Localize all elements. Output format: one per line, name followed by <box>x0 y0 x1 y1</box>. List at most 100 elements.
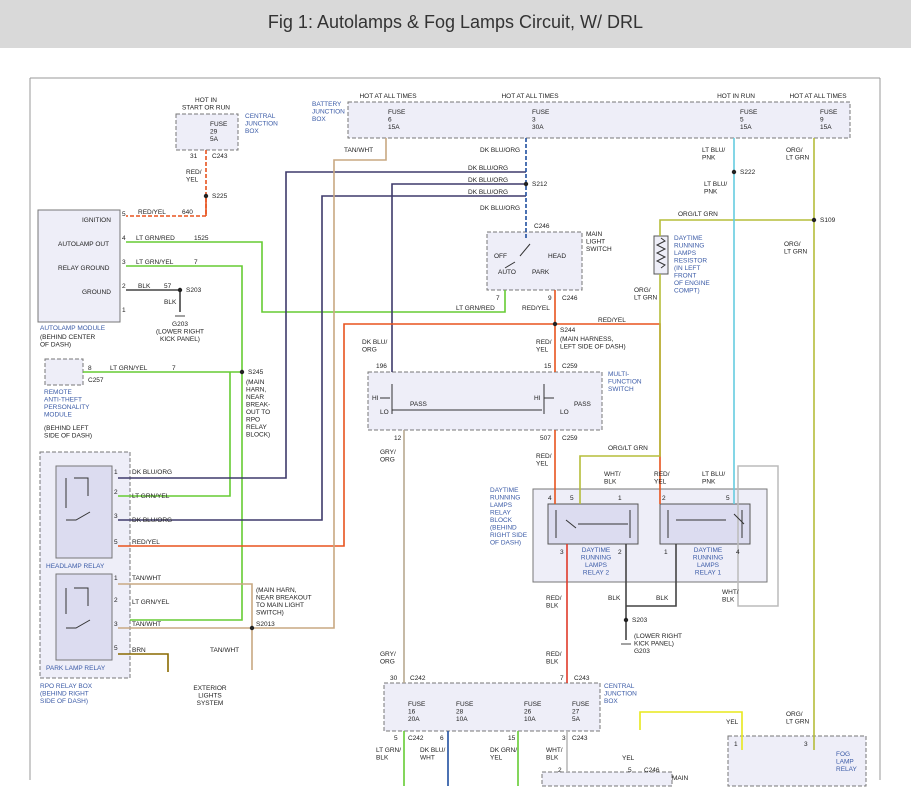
splice-s244 <box>552 321 558 327</box>
label-pr-pin3: 3 <box>114 621 118 628</box>
label-dk-blu-org-2: DK BLU/ORG <box>468 177 508 184</box>
label-red-yel-v2: RED/YEL <box>536 339 552 354</box>
label-s245: S245 <box>248 369 264 376</box>
splice-s2013 <box>249 625 255 631</box>
label-pin15b: 15 <box>508 735 516 742</box>
label-gry-org-v: GRY/ORG <box>380 449 396 464</box>
label-pin3b: 3 <box>562 735 566 742</box>
label-pin31: 31 <box>190 153 198 160</box>
label-pin5c: 5 <box>394 735 398 742</box>
label-pr-pin5: 5 <box>114 645 118 652</box>
wire-tan-wht-2 <box>118 583 253 670</box>
label-lt-grn-blk: LT GRN/BLK <box>376 747 401 762</box>
label-pr-pin2: 2 <box>114 597 118 604</box>
label-c246: C246 <box>534 223 550 230</box>
label-yel-right: YEL <box>726 719 739 726</box>
label-red-yel-v4: RED/YEL <box>654 471 670 486</box>
label-pr-pin1: 1 <box>114 575 118 582</box>
label-pass2: PASS <box>574 401 592 408</box>
splice-s203-top <box>177 287 183 293</box>
label-drl-pin5: 5 <box>570 495 574 502</box>
label-s244: S244 <box>560 327 576 334</box>
label-c246-c: C246 <box>644 767 660 774</box>
label-w-blk: BLK <box>138 283 151 290</box>
label-w7: 7 <box>194 259 198 266</box>
label-dk-blu-org-top: DK BLU/ORG <box>480 147 520 154</box>
label-pin30: 30 <box>390 675 398 682</box>
wire-dk-blu-org-3 <box>391 183 526 372</box>
label-s203-top: S203 <box>186 287 202 294</box>
label-w1525: 1525 <box>194 235 209 242</box>
title-bar: Fig 1: Autolamps & Fog Lamps Circuit, W/… <box>0 0 911 48</box>
label-hot-at-all-times-3: HOT AT ALL TIMES <box>789 93 847 100</box>
label-hr-pin2: 2 <box>114 489 118 496</box>
label-pin2c: 2 <box>558 767 562 774</box>
label-autolamp-module: AUTOLAMP MODULE <box>40 325 106 332</box>
label-hr-w2: LT GRN/YEL <box>132 493 170 500</box>
label-dk-blu-org-v: DK BLU/ORG <box>362 339 387 354</box>
label-red-blk-v: RED/BLK <box>546 595 562 610</box>
label-c257: C257 <box>88 377 104 384</box>
fog-lamp-relay-box <box>727 735 867 787</box>
label-drl-pin5b: 5 <box>726 495 730 502</box>
battery-junction-box <box>347 101 851 139</box>
label-head: HEAD <box>548 253 566 260</box>
wire-org-lt-grn-3 <box>579 274 661 504</box>
label-w7-2: 7 <box>172 365 176 372</box>
label-pin507: 507 <box>540 435 551 442</box>
label-pin3: 3 <box>122 259 126 266</box>
label-w-lt-grn-yel-2: LT GRN/YEL <box>110 365 148 372</box>
label-pr-w2: LT GRN/YEL <box>132 599 170 606</box>
label-dk-blu-org-1: DK BLU/ORG <box>468 165 508 172</box>
label-drl-pin2: 2 <box>662 495 666 502</box>
label-w640: 640 <box>182 209 193 216</box>
label-hr-w3: DK BLU/ORG <box>132 517 172 524</box>
resistor-zigzag <box>655 237 667 269</box>
label-pin12: 12 <box>394 435 402 442</box>
label-blk-h: BLK <box>656 595 669 602</box>
label-lo2: LO <box>560 409 569 416</box>
label-fog-pin1: 1 <box>734 741 738 748</box>
main-switch-box-bottom <box>541 771 673 787</box>
label-s244-desc: (MAIN HARNESS,LEFT SIDE OF DASH) <box>560 336 626 351</box>
wire-dk-blu-org-2 <box>118 195 526 521</box>
label-org-lt-grn-v2: ORG/LT GRN <box>784 241 808 256</box>
label-c243-b: C243 <box>574 675 590 682</box>
central-junction-box-top <box>175 113 239 151</box>
multifunction-switch-box <box>367 371 603 431</box>
headlamp-relay-box <box>55 465 113 559</box>
label-pin15: 15 <box>544 363 552 370</box>
autolamp-module-box <box>37 209 121 323</box>
label-s225: S225 <box>212 193 228 200</box>
label-wht-blk-low: WHT/BLK <box>546 747 563 762</box>
label-drl-pin3: 3 <box>560 549 564 556</box>
splice-s212 <box>523 181 529 187</box>
drl-relay-1-box <box>659 503 751 545</box>
label-hi1: HI <box>372 395 379 402</box>
remote-module-box <box>44 358 84 386</box>
label-pin5d: 5 <box>628 767 632 774</box>
wire-lt-grn-yel-hr <box>118 372 231 497</box>
label-hr-w5: RED/YEL <box>132 539 160 546</box>
label-pin196: 196 <box>376 363 387 370</box>
label-c242: C242 <box>410 675 426 682</box>
label-pin9: 9 <box>548 295 552 302</box>
white-drl-wire-box <box>737 465 779 607</box>
